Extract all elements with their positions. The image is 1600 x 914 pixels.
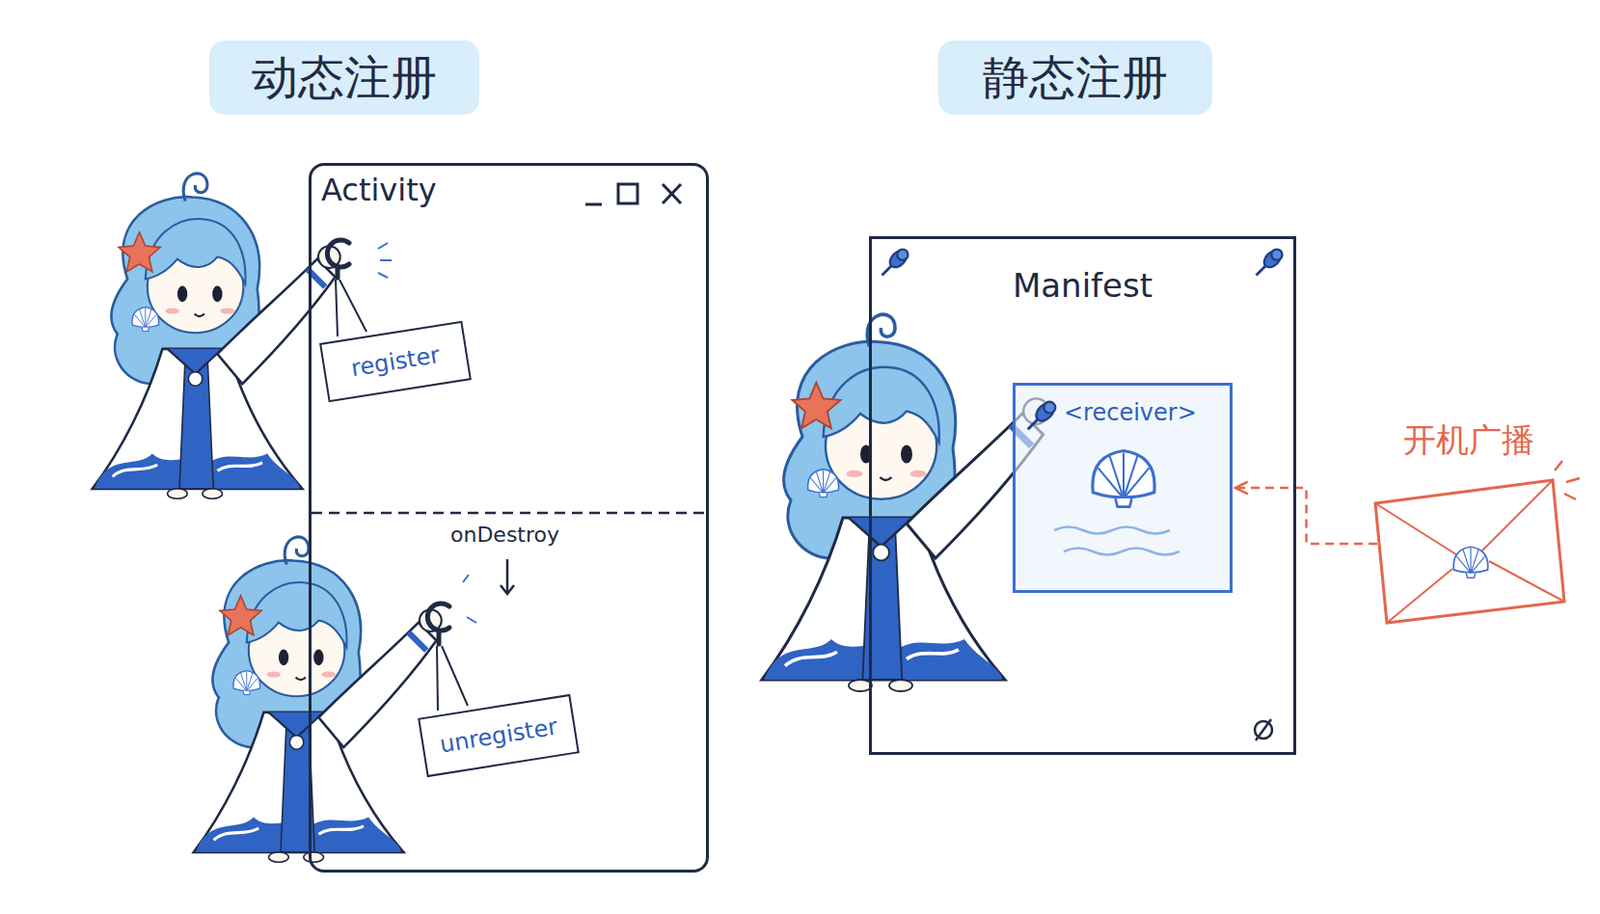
lifecycle-divider [311,512,706,516]
node-text: 动态注册 [251,47,437,109]
unregister-tag: unregister [417,694,580,778]
shell-seal [1453,546,1488,578]
envelope-body [1375,480,1565,624]
girl-figure [92,173,341,499]
manifest-sheet: Manifest <receiver> [868,236,1297,756]
pushpin [1256,247,1285,276]
node-text: unregister [437,713,560,760]
envelope-outline [1367,474,1571,629]
node-text: Activity [321,171,437,209]
hang-string [436,646,468,711]
node-text: register [349,341,442,382]
sparkle [1554,461,1580,500]
girl-figure [761,314,1050,692]
heading-pill: 动态注册 [209,40,480,115]
receiver-card: <receiver> [1012,382,1233,594]
ondestroy-arrow [500,559,515,595]
pushpin [1028,400,1058,430]
envelope-flap [1375,480,1565,624]
heading-pill: 静态注册 [938,40,1213,115]
window-controls [585,184,681,205]
hang-string [335,279,367,337]
girl-figure [193,537,442,863]
pushpin [882,247,911,276]
pin-mark [1254,719,1273,741]
register-tag: register [319,321,472,404]
node-text: 静态注册 [982,47,1168,109]
hook [427,603,450,645]
shell-icon [1092,451,1155,508]
sparkle [378,243,477,624]
node-text: <receiver> [1063,399,1197,427]
broadcast-arrow [1235,488,1378,544]
node-text: Manifest [1012,266,1153,305]
node-text: 开机广播 [1403,418,1535,463]
lifecycle-label: onDestroy [450,522,560,547]
boot-broadcast-envelope: 开机广播 [1367,414,1571,632]
text-lines [1054,527,1180,556]
activity-window: Activity register unregister [308,162,709,873]
hook [326,240,350,278]
